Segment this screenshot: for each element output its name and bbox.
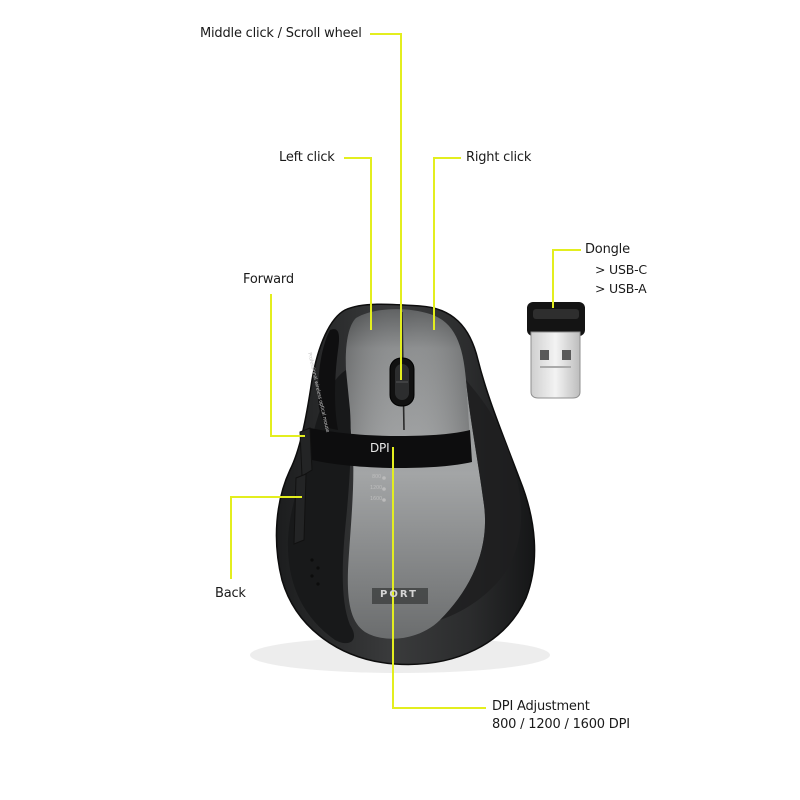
dpi-button: DPI [370,441,390,455]
dpi-adjustment-title: DPI Adjustment [492,699,590,714]
mouse-right-grip [440,380,522,620]
leader-line-left-click [344,157,372,330]
dpi-level-3: 1600 [370,496,382,502]
leader-line-dongle [552,249,581,308]
side-vents [310,558,320,586]
back-label: Back [215,586,246,601]
dpi-adjustment-values: 800 / 1200 / 1600 DPI [492,717,630,732]
usb-dongle [527,302,585,399]
dongle-contact [562,350,571,360]
dongle-usbc-label: > USB-C [595,262,647,277]
dpi-band [310,428,472,468]
side-trim [318,329,340,430]
dpi-level-2: 1200 [370,485,382,491]
dongle-divider [540,366,571,368]
dongle-usba-label: > USB-A [595,281,647,296]
brand-plate [372,588,428,604]
middle-click-label: Middle click / Scroll wheel [200,26,362,41]
forward-button-shape [299,427,313,477]
leader-line-dpi [392,447,486,709]
dpi-level-1: 800 [372,474,381,480]
callout-lines [230,33,581,709]
dongle-label: Dongle [585,242,630,257]
left-click-label: Left click [279,150,335,165]
leader-line-right-click [433,157,461,330]
dongle-contact [540,350,549,360]
right-click-label: Right click [466,150,532,165]
leader-line-forward [270,294,305,437]
leader-line-middle-click [370,33,402,380]
dongle-cap-highlight [533,309,579,319]
dongle-connector [530,331,581,399]
back-button-shape [293,473,307,545]
forward-label: Forward [243,272,294,287]
dpi-indicator-dot [382,498,386,502]
dpi-indicator-dot [382,476,386,480]
dpi-indicator-dot [382,487,386,491]
brand-logo: PORT [380,589,418,600]
leader-line-back [230,496,302,579]
